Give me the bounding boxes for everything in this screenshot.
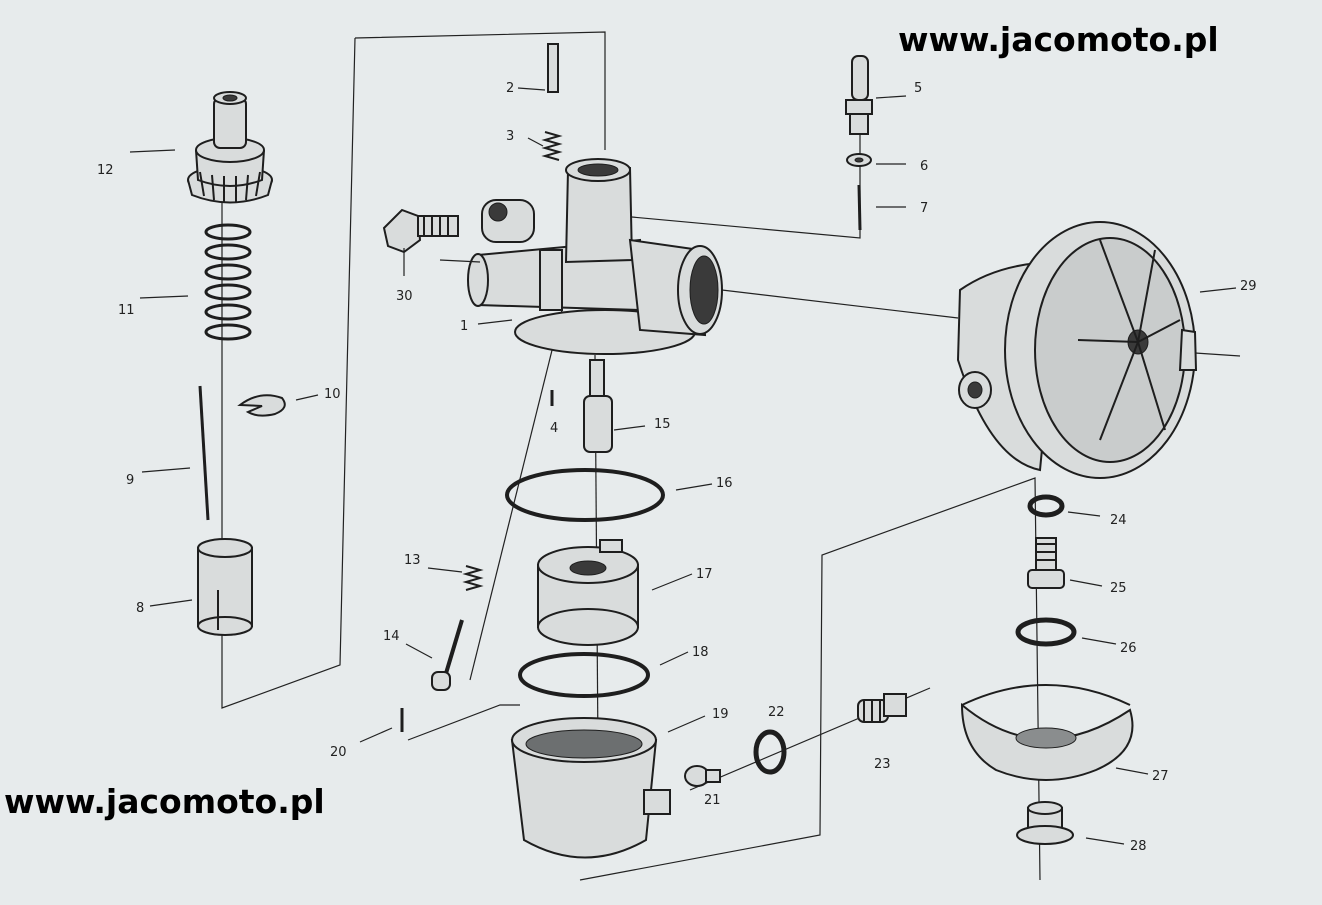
- label-part-9: 9: [126, 473, 134, 488]
- label-part-8: 8: [136, 601, 144, 616]
- part-11-spring: [204, 223, 252, 341]
- label-part-10: 10: [324, 387, 341, 402]
- label-part-17: 17: [696, 567, 713, 582]
- part-6-washer: [846, 153, 872, 167]
- part-24-washer: [1027, 494, 1065, 518]
- part-29-air-filter: [956, 221, 1198, 479]
- part-5-adjust-screw: [845, 55, 873, 135]
- label-part-25: 25: [1110, 581, 1127, 596]
- label-part-20: 20: [330, 745, 347, 760]
- watermark-bottom: www.jacomoto.pl: [4, 782, 325, 821]
- part-28-plug: [1016, 801, 1074, 845]
- label-part-30: 30: [396, 289, 413, 304]
- label-part-18: 18: [692, 645, 709, 660]
- label-part-6: 6: [920, 159, 928, 174]
- label-part-11: 11: [118, 303, 135, 318]
- part-9-needle: [198, 385, 210, 521]
- part-12-cap-nut: [187, 91, 273, 204]
- part-19-float-bowl: [510, 717, 671, 859]
- part-18-gasket-ring: [518, 652, 650, 698]
- part-10-clip: [237, 394, 286, 417]
- label-part-29: 29: [1240, 279, 1257, 294]
- part-15-jet-holder: [583, 359, 613, 453]
- label-part-12: 12: [97, 163, 114, 178]
- part-22-washer: [753, 729, 787, 775]
- label-part-16: 16: [716, 476, 733, 491]
- label-part-14: 14: [383, 629, 400, 644]
- part-16-gasket-ring: [505, 468, 665, 522]
- label-part-24: 24: [1110, 513, 1127, 528]
- part-2-pin: [547, 43, 559, 93]
- part-17-float: [537, 539, 639, 646]
- label-part-21: 21: [704, 793, 721, 808]
- watermark-top: www.jacomoto.pl: [898, 20, 1219, 59]
- part-13-spring: [462, 565, 484, 591]
- label-part-27: 27: [1152, 769, 1169, 784]
- part-27-dish: [960, 684, 1134, 781]
- label-part-13: 13: [404, 553, 421, 568]
- label-part-7: 7: [920, 201, 928, 216]
- part-14-idle-screw: [431, 619, 464, 691]
- label-part-5: 5: [914, 81, 922, 96]
- label-part-28: 28: [1130, 839, 1147, 854]
- part-1-carburetor-body: [467, 158, 723, 355]
- label-part-1: 1: [460, 319, 468, 334]
- label-part-4: 4: [550, 421, 558, 436]
- label-part-26: 26: [1120, 641, 1137, 656]
- part-labels: 12 11 10 9 8 2 3 5 6 7 30 1 4 15 16 17 1…: [97, 81, 1257, 854]
- label-part-2: 2: [506, 81, 514, 96]
- label-part-23: 23: [874, 757, 891, 772]
- part-8-slide: [197, 538, 253, 636]
- label-part-15: 15: [654, 417, 671, 432]
- part-26-seal-ring: [1015, 617, 1077, 647]
- label-part-19: 19: [712, 707, 729, 722]
- part-30-banjo-bolt: [382, 208, 459, 254]
- part-25-valve: [1027, 537, 1065, 589]
- part-3-spring: [541, 131, 563, 161]
- part-7-needle-valve: [857, 184, 862, 231]
- label-part-22: 22: [768, 705, 785, 720]
- part-21-screw: [684, 765, 721, 787]
- leader-lines: [129, 87, 1237, 845]
- label-part-3: 3: [506, 129, 514, 144]
- part-23-fitting: [857, 693, 907, 723]
